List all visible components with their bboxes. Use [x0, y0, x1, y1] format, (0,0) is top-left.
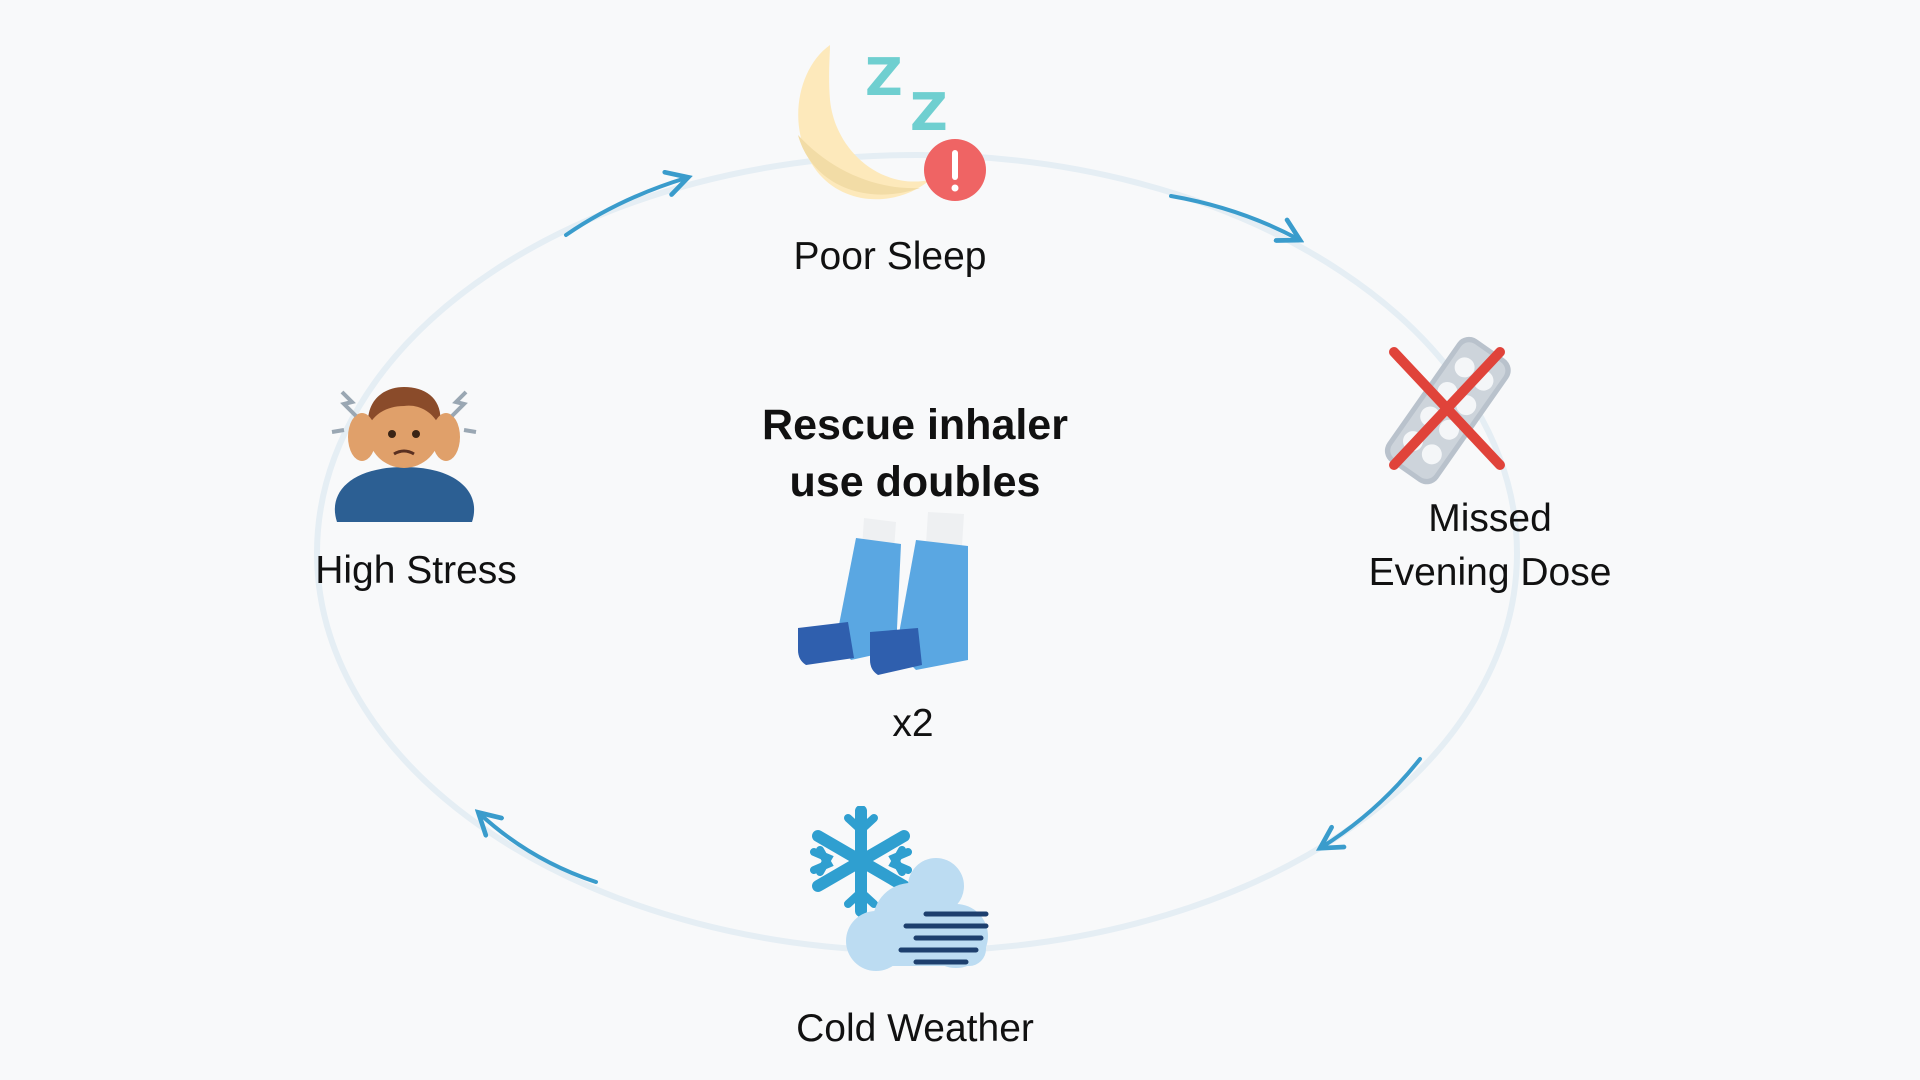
svg-text:Z: Z — [865, 48, 903, 108]
center-title: Rescue inhaler use doubles — [762, 397, 1068, 511]
node-label-high-stress: High Stress — [315, 549, 517, 592]
inhaler-icon — [798, 512, 968, 675]
center-title-line1: Rescue inhaler — [762, 401, 1068, 449]
arrow-cold-to-stress — [480, 814, 598, 884]
stressed-person-icon — [331, 387, 477, 522]
node-label-missed-line1: Missed — [1428, 497, 1552, 540]
moon-sleep-warning-icon: Z Z — [798, 45, 986, 201]
arrow-sleep-to-dose — [1169, 194, 1298, 239]
node-label-poor-sleep: Poor Sleep — [793, 235, 987, 278]
node-label-missed-dose: Missed Evening Dose — [1369, 492, 1612, 600]
node-label-missed-line2: Evening Dose — [1368, 551, 1612, 594]
node-label-cold-weather: Cold Weather — [796, 1007, 1034, 1050]
svg-text:Z: Z — [910, 83, 948, 143]
crossed-pills-icon — [1384, 336, 1511, 485]
snowflake-cloud-icon — [810, 806, 989, 971]
arrow-stress-to-sleep — [564, 178, 686, 237]
center-title-line2: use doubles — [789, 458, 1041, 506]
center-multiplier: x2 — [892, 702, 934, 745]
arrow-dose-to-cold — [1322, 757, 1422, 847]
